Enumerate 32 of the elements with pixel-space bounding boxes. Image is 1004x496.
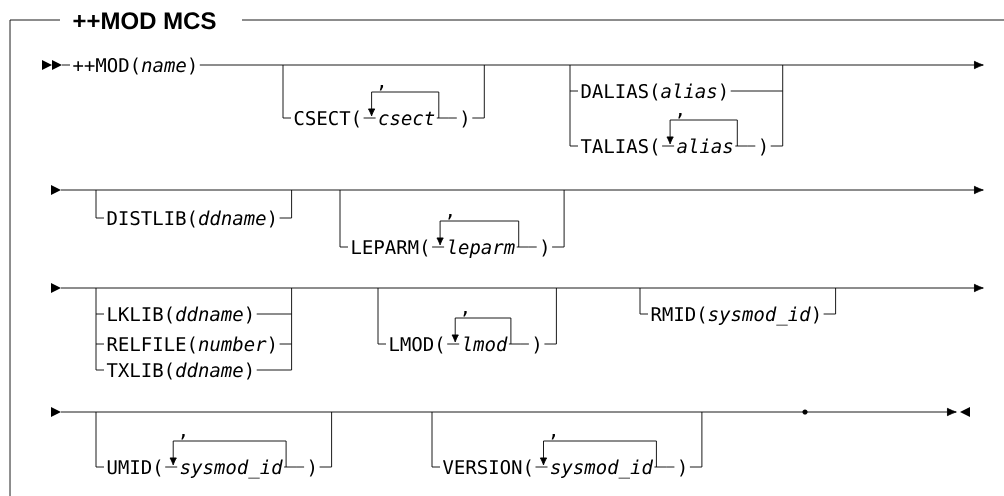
syntax-keyword: ): [462, 110, 467, 128]
syntax-keyword: LKLIB(ddname): [108, 306, 252, 324]
syntax-variable: sysmod_id: [551, 459, 654, 479]
repeat-separator: ,: [678, 113, 682, 119]
syntax-keyword: VERSION(: [443, 459, 531, 477]
syntax-keyword: CSECT(: [294, 110, 359, 128]
syntax-keyword: DALIAS(alias): [581, 83, 726, 101]
repeat-separator: ,: [448, 214, 452, 220]
syntax-variable: csect: [379, 111, 435, 126]
syntax-variable: lmod: [464, 336, 508, 352]
syntax-keyword: ++MOD(name): [73, 57, 195, 75]
syntax-variable: leparm: [449, 239, 515, 258]
syntax-keyword: ): [309, 459, 315, 477]
syntax-keyword: ): [542, 239, 547, 257]
repeat-separator: ,: [551, 434, 555, 440]
syntax-keyword: ): [761, 138, 766, 156]
repeat-separator: ,: [379, 85, 384, 91]
syntax-keyword: RMID(sysmod_id): [651, 306, 819, 326]
syntax-keyword: TXLIB(ddname): [106, 362, 252, 380]
syntax-keyword: TALIAS(: [580, 138, 658, 156]
syntax-keyword: LEPARM(: [352, 239, 428, 257]
syntax-keyword: ): [534, 336, 539, 354]
syntax-variable: alias: [677, 138, 733, 154]
repeat-separator: ,: [463, 311, 467, 317]
syntax-keyword: ): [680, 459, 685, 477]
syntax-variable: sysmod_id: [180, 459, 283, 479]
syntax-keyword: DISTLIB(ddname): [107, 210, 275, 228]
syntax-keyword: UMID(: [107, 459, 161, 477]
frame-title: ++MOD MCS: [73, 12, 216, 30]
syntax-keyword: RELFILE(number): [107, 336, 275, 354]
syntax-keyword: LMOD(: [390, 336, 443, 354]
repeat-separator: ,: [181, 434, 185, 440]
